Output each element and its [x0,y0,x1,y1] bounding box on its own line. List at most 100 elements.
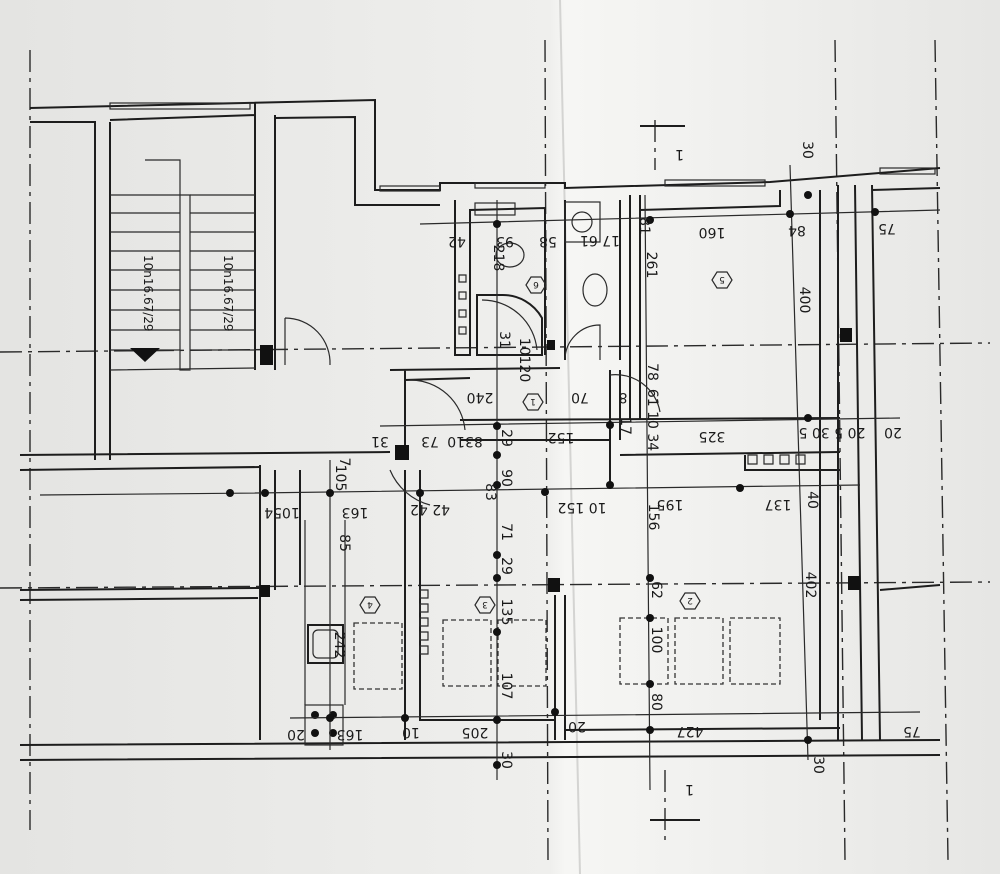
staircase: 10n16.67/29 10n16.67/29 [109,159,256,371]
dashed-furniture [353,617,781,690]
dimension-label: 100 [648,627,664,654]
dimension-label: 163 [337,726,364,742]
toilet-icon [564,201,601,243]
dimension-label: 42 [448,233,466,249]
room-markers: 1 2 3 4 5 6 [359,271,733,614]
dimension-label: 8 [619,389,628,405]
dimension-label: 93 [496,233,514,249]
room-number-marker: 4 [359,596,381,614]
dimension-label: 160 [699,224,726,240]
room-number: 4 [367,599,373,609]
section-marker-bottom: 1 [650,781,700,821]
stair-arrow-icon [130,348,160,362]
dimension-label: 80 [648,693,664,711]
dimension-node [804,191,812,199]
dimension-node [804,736,812,744]
dimension-node [261,489,269,497]
room-number: 5 [719,274,725,284]
stair-label: 10n16.67/29 [141,255,155,332]
dimension-label: 17 [617,417,633,435]
dimension-label: 261 [643,252,659,279]
dimension-label: 84 [788,222,806,238]
dimension-label: 242 [331,632,347,659]
dimension-label: 218 [490,245,506,272]
dimension-label: 17 61 [580,232,620,248]
fixtures [304,201,806,746]
dimension-label: 107 [498,673,514,700]
dimension-label: 90 [498,469,514,487]
dimension-label: 427 [677,723,704,739]
dimension-node [493,481,501,489]
dimension-node [326,714,334,722]
dimension-node [493,628,501,636]
dimension-label: 195 [657,496,684,512]
dimension-label: 1054 [264,504,300,520]
dimension-label: 105 [332,465,348,492]
dimension-node [646,680,654,688]
dimension-label: 62 [648,581,664,599]
dimension-label: 30 [810,756,826,774]
dimension-node [606,421,614,429]
dimension-label: 29 [498,429,514,447]
dimension-node [646,614,654,622]
room-number-marker: 2 [679,592,701,610]
stair-label: 10n16.67/29 [221,255,235,332]
section-label: 1 [685,781,694,797]
dimension-label: 29 [498,557,514,575]
dimension-label: 83 [482,483,498,501]
sink-icon [582,273,608,307]
hexagon-icon [711,271,733,289]
dimension-node [326,489,334,497]
room-number: 6 [533,279,539,289]
room-number: 2 [687,595,693,605]
room-number-marker: 3 [474,596,496,614]
hexagon-icon [679,592,701,610]
hexagon-icon [525,276,547,294]
dimension-label: 163 [342,504,369,520]
dimension-node [606,481,614,489]
dimension-label: 240 [467,389,494,405]
dimension-lines [39,164,941,791]
dimension-label: 10 [402,724,420,740]
dimension-label: 325 [699,428,726,444]
dimension-label: 85 [336,534,352,552]
dimension-node [646,574,654,582]
shelf [474,202,516,216]
dimension-node [493,761,501,769]
radiators [419,274,806,655]
dimension-node [493,220,501,228]
kitchen-sink-icon [307,624,344,664]
dimension-node [226,489,234,497]
dimension-label: 7 [336,458,352,467]
dimension-label: 156 [645,504,661,531]
hexagon-icon [522,393,544,411]
hexagon-icon [474,596,496,614]
dimension-node [646,216,654,224]
section-label: 1 [675,146,684,162]
room-number-marker: 6 [525,276,547,294]
dimension-label: 40 [804,491,820,509]
dimension-label: 20 [287,726,305,742]
section-marker-top: 1 [640,125,685,162]
dimension-dots [226,191,879,769]
room-number: 3 [482,599,488,609]
dimension-label: 400 [796,287,812,314]
dimension-label: 78 [644,363,660,381]
dimension-label: 70 [571,389,589,405]
room-number-marker: 1 [522,393,544,411]
room-number: 1 [530,396,536,406]
dimension-label: 402 [802,572,818,599]
dimension-label: 10120 [516,338,532,383]
shower [476,293,543,356]
dimension-node [493,574,501,582]
hexagon-icon [359,596,381,614]
windows [109,102,936,192]
columns [260,328,860,597]
dimension-label: 135 [498,599,514,626]
dimension-node [401,714,409,722]
dimension-label: 205 [462,724,489,740]
doors [284,317,661,506]
dimension-label: 30 [498,751,514,769]
dimension-label: 152 [548,429,575,445]
